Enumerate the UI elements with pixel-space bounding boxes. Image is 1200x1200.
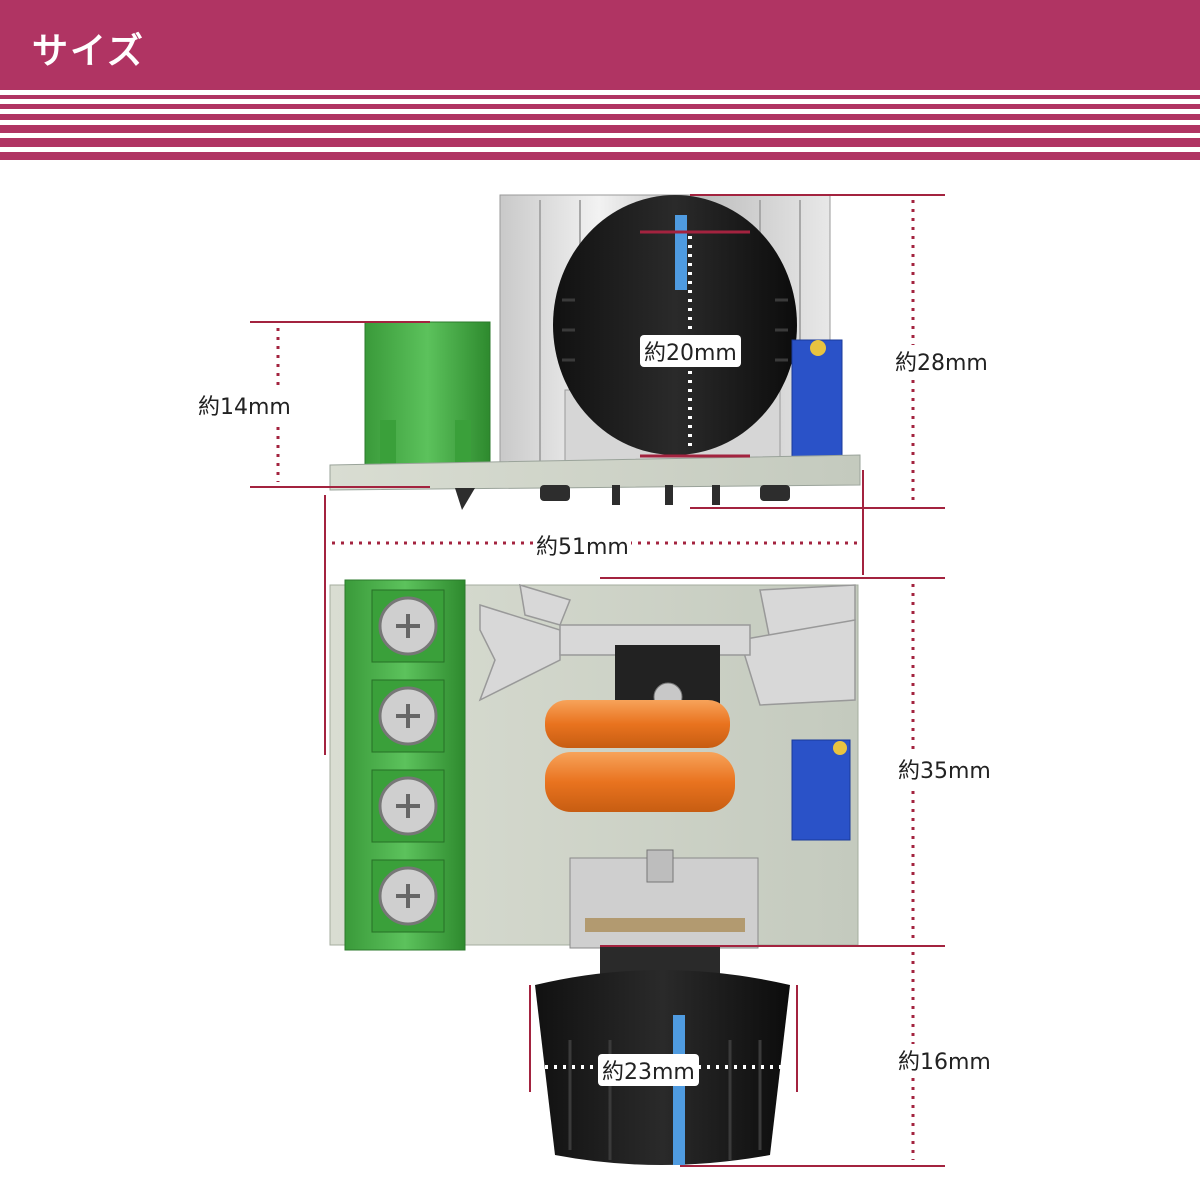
header-stripe bbox=[0, 125, 1200, 133]
top-view bbox=[329, 579, 859, 1165]
header-stripe bbox=[0, 95, 1200, 99]
dimension-label-knob-outer-diameter: 約23mm bbox=[598, 1054, 699, 1086]
capacitor-2 bbox=[545, 752, 735, 812]
page-header: サイズ bbox=[0, 0, 1200, 90]
side-view bbox=[329, 194, 861, 510]
trimmer-side bbox=[791, 339, 843, 466]
dimension-label-knob-height: 約16mm bbox=[896, 1044, 993, 1076]
dimension-label-height-total: 約28mm bbox=[893, 345, 990, 377]
dimension-label-knob-diameter: 約20mm bbox=[640, 335, 741, 367]
header-stripe bbox=[0, 114, 1200, 120]
page-title: サイズ bbox=[32, 31, 145, 72]
dimension-label-width: 約51mm bbox=[534, 529, 631, 561]
header-stripe bbox=[0, 138, 1200, 147]
dimension-label-depth: 約35mm bbox=[896, 753, 993, 785]
trimmer-top bbox=[791, 739, 851, 841]
header-stripe bbox=[0, 152, 1200, 160]
dimension-label-height-terminal: 約14mm bbox=[196, 389, 293, 421]
capacitor-1 bbox=[545, 700, 730, 748]
header-stripe bbox=[0, 104, 1200, 109]
knob-side bbox=[553, 195, 797, 455]
terminal-screws bbox=[371, 589, 445, 933]
pcb-side bbox=[329, 454, 861, 491]
